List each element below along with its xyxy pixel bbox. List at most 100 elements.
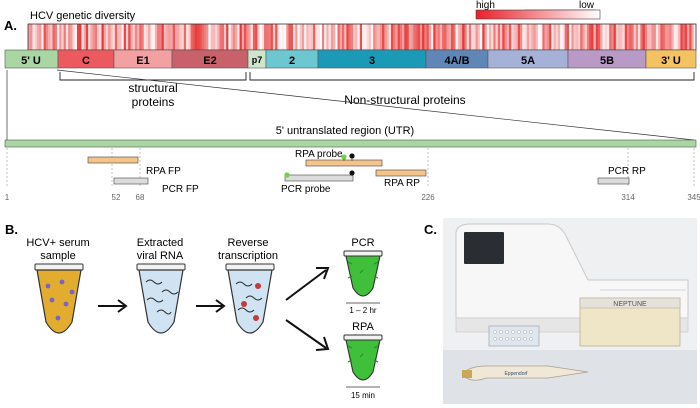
- heatmap-stripe: [239, 24, 243, 50]
- heatmap-stripe: [370, 24, 374, 50]
- heatmap-stripe: [620, 24, 623, 50]
- heatmap-stripe: [589, 24, 592, 50]
- segment-label-c: C: [82, 55, 90, 67]
- heatmap-stripe: [223, 24, 227, 50]
- rpa-rp-label: RPA RP: [384, 178, 420, 189]
- structural-label-2: proteins: [132, 95, 175, 109]
- rpa-probe-label: RPA probe: [295, 149, 343, 160]
- heatmap-stripe: [557, 24, 561, 50]
- rpa-time: 15 min: [351, 391, 375, 400]
- heatmap-stripe: [609, 24, 612, 50]
- heatmap-stripe: [72, 24, 76, 50]
- heatmap-stripe: [684, 24, 688, 50]
- arrow-1: [98, 299, 128, 313]
- heatmap-stripe: [152, 24, 156, 50]
- heatmap-stripe: [488, 24, 492, 50]
- segment-label-3u: 3' U: [661, 55, 681, 67]
- heatmap-stripe: [206, 24, 209, 50]
- heatmap-stripe: [431, 24, 434, 50]
- heatmap-stripe: [181, 24, 185, 50]
- heatmap-stripe: [675, 24, 679, 50]
- heatmap-stripe: [368, 24, 372, 50]
- heatmap-stripe: [475, 24, 479, 50]
- heatmap-stripe: [328, 24, 332, 50]
- heatmap-stripe: [52, 24, 56, 50]
- heatmap-stripe: [406, 24, 410, 50]
- step2-label-2: viral RNA: [137, 250, 184, 262]
- heatmap-stripe: [166, 24, 169, 50]
- heatmap-stripe: [631, 24, 634, 50]
- heatmap-stripe: [693, 24, 697, 50]
- heatmap-stripe: [618, 24, 621, 50]
- pipette-brand: Eppendorf: [504, 371, 528, 377]
- heatmap-stripe: [117, 24, 120, 50]
- legend-low: low: [579, 0, 595, 11]
- heatmap-stripe: [313, 24, 316, 50]
- heatmap-stripe: [259, 24, 263, 50]
- heatmap-stripe: [457, 24, 461, 50]
- heatmap-stripe: [562, 24, 565, 50]
- utr-bar: [4, 139, 697, 148]
- heatmap-stripe: [81, 24, 84, 50]
- heatmap-stripe: [88, 24, 91, 50]
- heatmap-stripe: [83, 24, 87, 50]
- heatmap-stripe: [243, 24, 247, 50]
- heatmap-stripe: [308, 24, 312, 50]
- heatmap-stripe: [386, 24, 390, 50]
- heatmap-stripe: [268, 24, 272, 50]
- heatmap-stripe: [195, 24, 198, 50]
- heatmap-stripe: [535, 24, 539, 50]
- heatmap-stripe: [433, 24, 436, 50]
- heatmap-stripe: [321, 24, 325, 50]
- heatmap-stripe: [221, 24, 225, 50]
- heatmap-stripe: [270, 24, 274, 50]
- heatmap-stripe: [493, 24, 496, 50]
- heatmap-stripe: [575, 24, 579, 50]
- position-labels: 1 52 68 226 314 345: [5, 193, 700, 202]
- heatmap-stripe: [462, 24, 465, 50]
- heatmap-stripe: [139, 24, 142, 50]
- heatmap-stripe: [480, 24, 483, 50]
- rt-tube: [225, 263, 275, 334]
- heatmap-stripe: [74, 24, 78, 50]
- segment-3u: [645, 49, 697, 69]
- heatmap-stripe: [76, 24, 80, 50]
- heatmap-stripe: [350, 24, 354, 50]
- heatmap-stripe: [277, 24, 280, 50]
- heatmap-stripe: [272, 24, 276, 50]
- pcr-probe-fluorophore: [284, 172, 290, 178]
- step1-label-2: sample: [40, 250, 75, 262]
- heatmap-stripe: [235, 24, 238, 50]
- segment-label-4ab: 4A/B: [444, 55, 469, 67]
- heatmap-stripe: [65, 24, 69, 50]
- heatmap-stripe: [50, 24, 53, 50]
- heatmap-stripe: [624, 24, 628, 50]
- heatmap-stripe: [520, 24, 523, 50]
- heatmap-stripe: [56, 24, 60, 50]
- pcr-rp-label: PCR RP: [608, 166, 646, 177]
- heatmap-stripe: [190, 24, 194, 50]
- heatmap-stripe: [419, 24, 423, 50]
- heatmap-stripe: [410, 24, 414, 50]
- panel-b-label: B.: [5, 222, 18, 237]
- heatmap-stripe: [428, 24, 432, 50]
- heatmap-stripe: [453, 24, 456, 50]
- device-photo: NEPTUNE Eppendorf: [443, 218, 697, 404]
- heatmap-stripe: [471, 24, 474, 50]
- heatmap-stripe: [326, 24, 329, 50]
- heatmap-stripe: [651, 24, 654, 50]
- heatmap-stripe: [125, 24, 129, 50]
- segment-label-3: 3: [369, 55, 375, 67]
- heatmap-stripe: [511, 24, 514, 50]
- pos-68: 68: [136, 193, 145, 202]
- heatmap-stripe: [132, 24, 136, 50]
- heatmap-stripe: [197, 24, 200, 50]
- heatmap-stripe: [34, 24, 38, 50]
- heatmap-stripe: [344, 24, 347, 50]
- heatmap-stripe: [655, 24, 659, 50]
- rpa-fp-label: RPA FP: [146, 166, 181, 177]
- heatmap-stripe: [68, 24, 71, 50]
- heatmap-stripe: [486, 24, 490, 50]
- heatmap-stripe: [366, 24, 369, 50]
- heatmap-stripe: [232, 24, 236, 50]
